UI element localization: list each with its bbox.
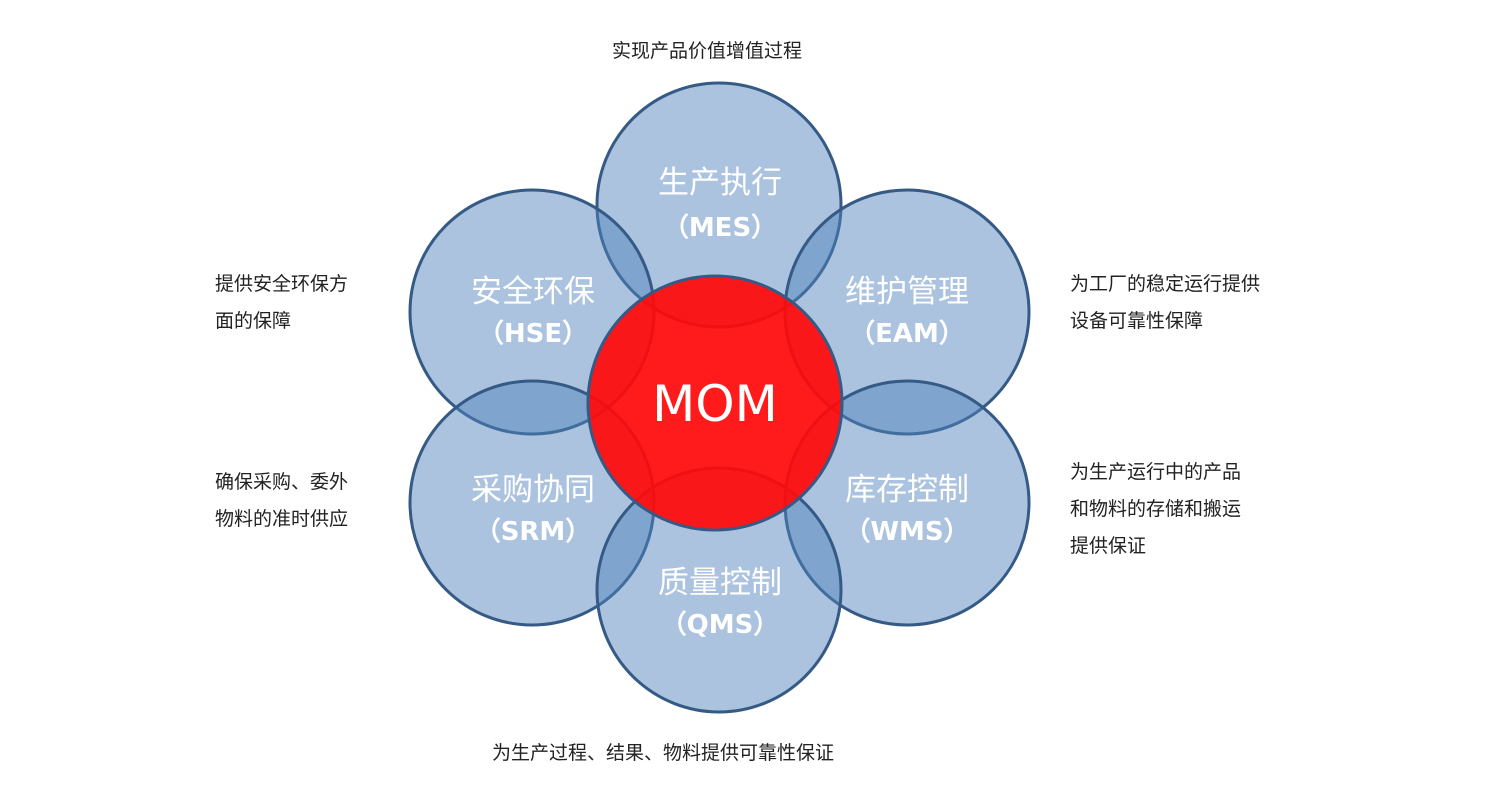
petal-abbr: （SRM） <box>475 517 592 547</box>
petal-title: 采购协同 <box>471 472 595 508</box>
note-srm: 确保采购、委外 物料的准时供应 <box>215 471 349 530</box>
petal-abbr: （HSE） <box>478 319 588 349</box>
petal-abbr: （MES） <box>663 213 777 243</box>
mom-label: MOM <box>652 375 778 433</box>
note-bottom: 为生产过程、结果、物料提供可靠性保证 <box>492 742 835 764</box>
petal-title: 生产执行 <box>658 165 782 201</box>
mom-core <box>586 274 844 532</box>
note-top: 实现产品价值增值过程 <box>612 40 803 62</box>
petal-abbr: （WMS） <box>844 517 969 547</box>
petal-title: 质量控制 <box>658 565 782 601</box>
note-wms: 为生产运行中的产品 和物料的存储和搬运 提供保证 <box>1070 461 1242 557</box>
petal-title: 维护管理 <box>845 274 969 310</box>
petal-title: 库存控制 <box>845 472 969 508</box>
petal-title: 安全环保 <box>471 274 595 310</box>
note-hse: 提供安全环保方 面的保障 <box>215 273 349 332</box>
petal-abbr: （QMS） <box>661 610 780 640</box>
note-eam: 为工厂的稳定运行提供 设备可靠性保障 <box>1070 273 1261 332</box>
petal-abbr: （EAM） <box>849 319 965 349</box>
